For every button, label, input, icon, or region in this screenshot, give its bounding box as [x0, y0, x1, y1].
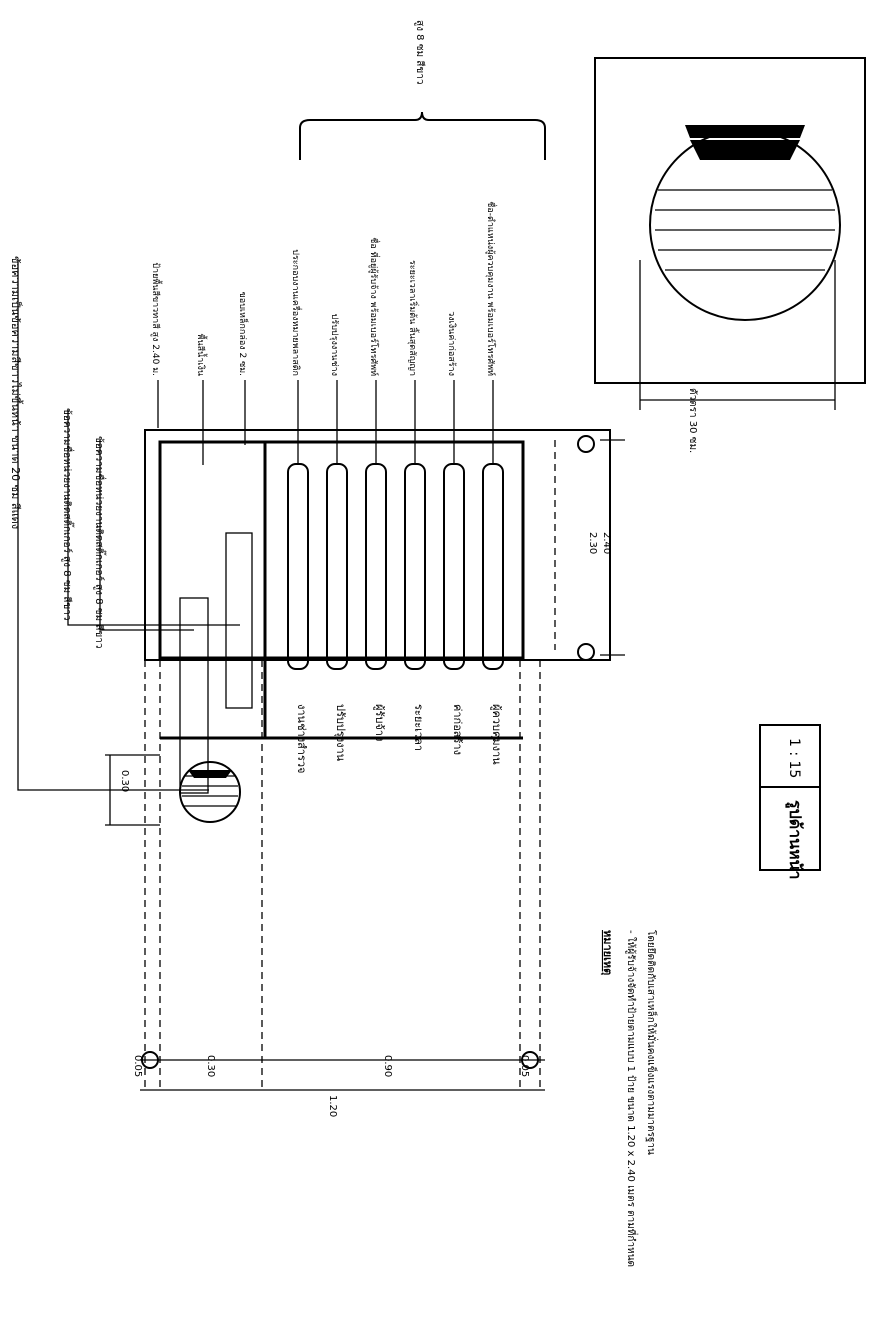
- sign-panel: [158, 440, 525, 660]
- dim-bottom-4: 0.05: [519, 1055, 530, 1077]
- dim-logo-height: 0.30: [119, 770, 130, 792]
- callout-top-3: ข้อความชื่อหน่วยงานติดสติ๊กเกอร์ สูง 8 ซ…: [93, 436, 107, 649]
- title-block: [759, 724, 821, 871]
- slot-label-4: ระยะเวลา: [412, 704, 425, 751]
- brace: [299, 111, 546, 160]
- header-strip-1: [179, 597, 209, 794]
- slot-2: [326, 463, 348, 670]
- slot-3: [365, 463, 387, 670]
- dim-total-height: 1.20: [327, 1095, 338, 1117]
- callout-top-2: ข้อความชื่อหน่วยงานติดสติ๊กเกอร์ สูง 8 ซ…: [61, 408, 75, 621]
- header-strip-2: [225, 532, 253, 709]
- dim-bottom-3: 0.90: [382, 1055, 393, 1077]
- notes-line-2: โดยยึดติดกับเสาเหล็กให้มั่นคงแข็งแรงตามม…: [645, 930, 659, 1155]
- detail-frame: [594, 57, 866, 384]
- callout-right-6: ชื่อ ที่อยู่ผู้รับจ้าง พร้อมเบอร์โทรศัพท…: [368, 237, 381, 376]
- detail-logo: [649, 125, 841, 321]
- title-block-title: รูปด้านหน้า: [784, 800, 805, 880]
- callout-top-1: ข้อความเป็นข้อความสีขาวไม่ขึ้นหน้า ขนาด …: [9, 256, 24, 529]
- callout-right-5: ปรับปรุงงานช่าง: [329, 314, 339, 376]
- callout-right-2: พื้นสีน้ำเงิน: [195, 334, 208, 376]
- slot-5: [443, 463, 465, 670]
- callout-right-9: ชื่อ-ตำแหน่งผู้ควบคุมงาน พร้อมเบอร์โทรศั…: [485, 201, 498, 376]
- slot-label-5: ค่าก่อสร้าง: [451, 704, 464, 755]
- top-callouts: [17, 260, 240, 791]
- logo-dimension-lines: [105, 754, 160, 826]
- callout-right-4: ประกอบงานเครื่องหมายพลาสติก: [290, 249, 303, 376]
- dim-bottom-1: 0.05: [132, 1055, 143, 1077]
- sign-logo: [179, 761, 241, 823]
- notes-line-1: - ให้ผู้รับจ้างจัดทำป้ายตามแบบ 1 ป้าย ขน…: [625, 930, 639, 1267]
- slot-label-6: ผู้ควบคุมงาน: [490, 704, 503, 765]
- slots: [287, 463, 504, 670]
- title-block-scale: 1 : 15: [786, 738, 802, 778]
- detail-dim-label: ตัวตรา 30 ซม.: [687, 388, 698, 453]
- detail-dimension: [639, 260, 836, 410]
- slot-label-2: ปรับปรุงงาน: [334, 704, 347, 762]
- callout-right-7: ระยะเวลาเริ่มต้น สิ้นสุดสัญญา: [407, 260, 420, 376]
- callout-right-8: วงเงินค่าก่อสร้าง: [446, 311, 457, 376]
- right-callout-leaders: [157, 380, 494, 465]
- slot-1: [287, 463, 309, 670]
- bottom-dimension-lines: [140, 660, 545, 1091]
- brace-label: สูง 8 ซม สีขาว: [414, 20, 426, 84]
- dim-inner-length: 2.30: [587, 532, 598, 554]
- callout-right-1: ป้ายพื้นสีขาวทาสี สูง 2.40 ม.: [150, 262, 163, 376]
- notes-heading: หมายเหตุ: [600, 930, 614, 975]
- right-dimension-lines: [554, 435, 625, 661]
- slot-label-3: ผู้รับจ้าง: [373, 704, 386, 741]
- slot-label-1: งานช่างสำรวจ: [295, 704, 308, 774]
- dim-bottom-2: 0.30: [205, 1055, 216, 1077]
- dim-total-length: 2.40: [601, 532, 612, 554]
- slot-4: [404, 463, 426, 670]
- slot-6: [482, 463, 504, 670]
- callout-right-3: ขอบเหล็กกล่อง 2 ซม.: [237, 292, 250, 376]
